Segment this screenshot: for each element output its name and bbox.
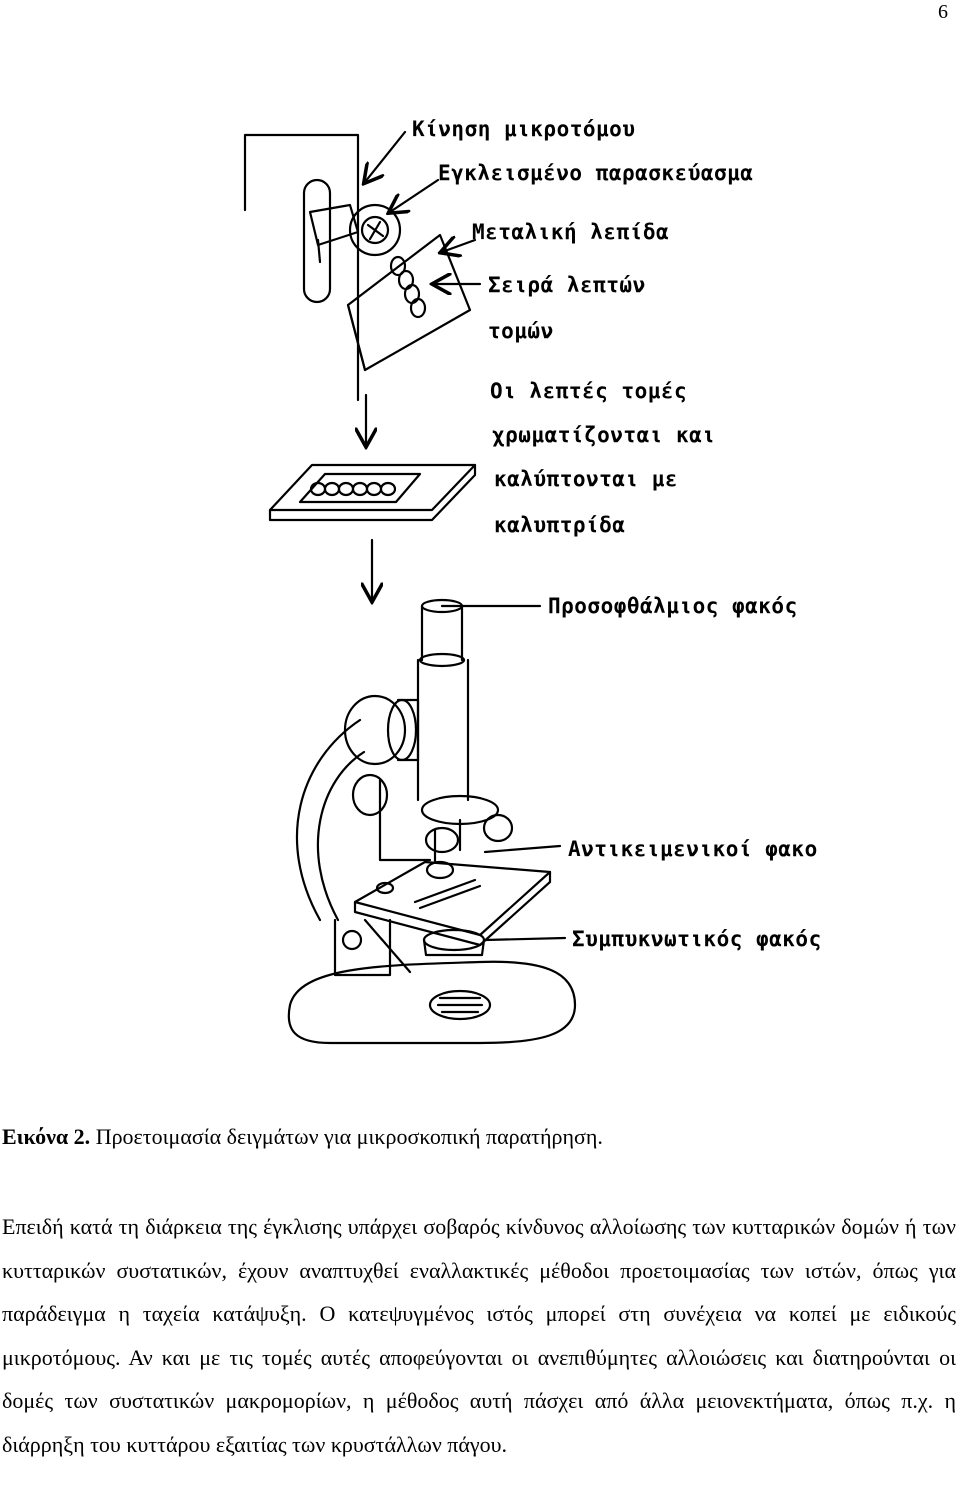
label-embedded-specimen: Εγκλεισμένο παρασκεύασμα	[438, 161, 753, 185]
figure-caption: Εικόνα 2. Προετοιμασία δειγμάτων για μικ…	[2, 1122, 603, 1152]
label-microtome-movement: Κίνηση μικροτόμου	[412, 117, 635, 141]
label-eyepiece: Προσοφθάλμιος φακός	[548, 594, 798, 618]
label-thin-sections-2: τομών	[488, 319, 554, 343]
body-text: Επειδή κατά τη διάρκεια της έγκλισης υπά…	[2, 1205, 956, 1467]
microtome-illustration	[243, 133, 472, 402]
label-staining-2: χρωματίζονται και	[492, 423, 715, 447]
slide-illustration	[268, 463, 477, 522]
label-thin-sections-1: Σειρά λεπτών	[488, 273, 646, 297]
caption-label: Εικόνα 2.	[2, 1124, 91, 1149]
label-staining-4: καλυπτρίδα	[494, 513, 625, 537]
label-metal-blade: Μεταλική λεπίδα	[472, 220, 669, 244]
page-number: 6	[938, 1, 948, 23]
caption-text: Προετοιμασία δειγμάτων για μικροσκοπική …	[95, 1124, 603, 1149]
section-ribbon	[389, 255, 427, 319]
figure-drawing: Κίνηση μικροτόμου Εγκλεισμένο παρασκεύασ…	[243, 117, 820, 1045]
microscope-illustration	[287, 598, 577, 1045]
label-staining-1: Οι λεπτές τομές	[490, 379, 687, 403]
label-objectives: Αντικειμενικοί φακοί	[568, 837, 820, 861]
figure-microscopy-preparation: Κίνηση μικροτόμου Εγκλεισμένο παρασκεύασ…	[180, 40, 820, 1120]
paragraph: Επειδή κατά τη διάρκεια της έγκλισης υπά…	[2, 1214, 956, 1457]
label-staining-3: καλύπτονται με	[494, 467, 678, 491]
label-condenser: Συμπυκνωτικός φακός	[572, 927, 820, 951]
